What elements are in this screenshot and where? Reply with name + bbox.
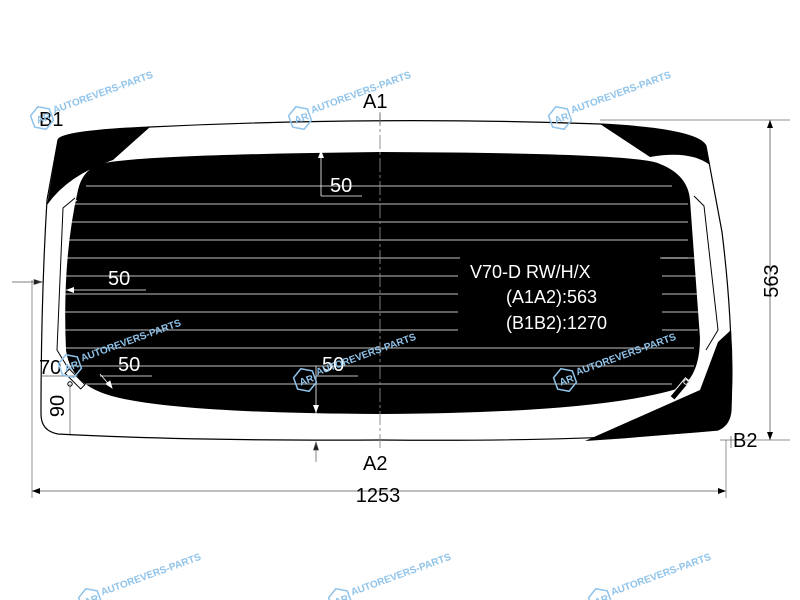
dim-width-arrow-left: [32, 488, 40, 494]
watermark-logo-icon: [29, 105, 55, 131]
dim-left-margin-arrow: [66, 287, 74, 293]
dim-corner-x-label: 70: [39, 357, 61, 379]
watermark-logo-text: AR: [298, 373, 316, 389]
watermark-logo-icon: [552, 367, 578, 393]
watermark-logo-icon: [57, 353, 83, 379]
spec-model: V70-D RW/H/X: [470, 262, 591, 282]
watermark-logo-icon: [292, 367, 318, 393]
heated-area-print: [65, 152, 700, 414]
dim-corner-margin-label: 50: [118, 354, 140, 376]
dim-corner-margin-arrow: [99, 373, 113, 389]
watermark-text: AUTOREVERS-PARTS: [569, 70, 672, 117]
watermark-logo-text: AR: [558, 373, 576, 389]
spec-b1b2: (B1B2):1270: [506, 313, 607, 333]
spec-box: [460, 252, 660, 338]
watermark-logo-text: AR: [63, 359, 81, 375]
dim-height-label: 563: [761, 264, 783, 297]
watermark-text: AUTOREVERS-PARTS: [51, 70, 154, 117]
watermark-text: AUTOREVERS-PARTS: [349, 552, 452, 599]
watermark-logo-icon: [587, 587, 613, 600]
corner-print-top-left: [47, 127, 150, 205]
watermark-logo-icon: [327, 587, 353, 600]
corner-print-top-right: [600, 124, 710, 165]
a2-arrow: [313, 440, 319, 462]
dim-bottom-margin-arrow: [313, 405, 319, 413]
dim-left-margin-label: 50: [108, 268, 130, 290]
watermark-logo-icon: [547, 105, 573, 131]
watermark-logo-icon: [287, 105, 313, 131]
dim-top-margin-label: 50: [330, 175, 352, 197]
label-a2: A2: [363, 453, 387, 475]
heater-lines: [64, 185, 698, 385]
dim-height-arrow-top: [767, 120, 773, 128]
watermark-logo-text: AR: [293, 111, 311, 127]
watermark-logo-text: AR: [333, 593, 351, 600]
label-b1: B1: [39, 109, 63, 131]
dim-width-label: 1253: [356, 485, 401, 507]
watermark-text: AUTOREVERS-PARTS: [309, 70, 412, 117]
watermark-logo-icon: [77, 587, 103, 600]
watermark-logo-text: AR: [553, 111, 571, 127]
dim-top-margin-arrow: [318, 150, 324, 158]
label-a1: A1: [363, 91, 387, 113]
corner-print-bottom-right: [585, 330, 733, 441]
connector-terminal-left: [64, 368, 86, 390]
watermark-text: AUTOREVERS-PARTS: [609, 552, 712, 599]
watermark-logo-text: AR: [83, 593, 101, 600]
watermark-text: AUTOREVERS-PARTS: [99, 552, 202, 599]
bus-bar-right: [693, 195, 719, 351]
connector-terminal-right: [669, 377, 691, 401]
spec-a1a2: (A1A2):563: [506, 287, 597, 307]
dim-height-arrow-bottom: [767, 432, 773, 440]
dim-bottom-margin-label: 50: [322, 354, 344, 376]
dim-width-arrow-right: [718, 488, 726, 494]
label-b2: B2: [733, 430, 757, 452]
bus-bar-left-inner: [59, 199, 78, 367]
watermark-logo-text: AR: [35, 111, 53, 127]
watermark-logo-text: AR: [593, 593, 611, 600]
dim-corner-y-label: 90: [47, 395, 69, 417]
left-edge-arrow: [12, 279, 44, 285]
